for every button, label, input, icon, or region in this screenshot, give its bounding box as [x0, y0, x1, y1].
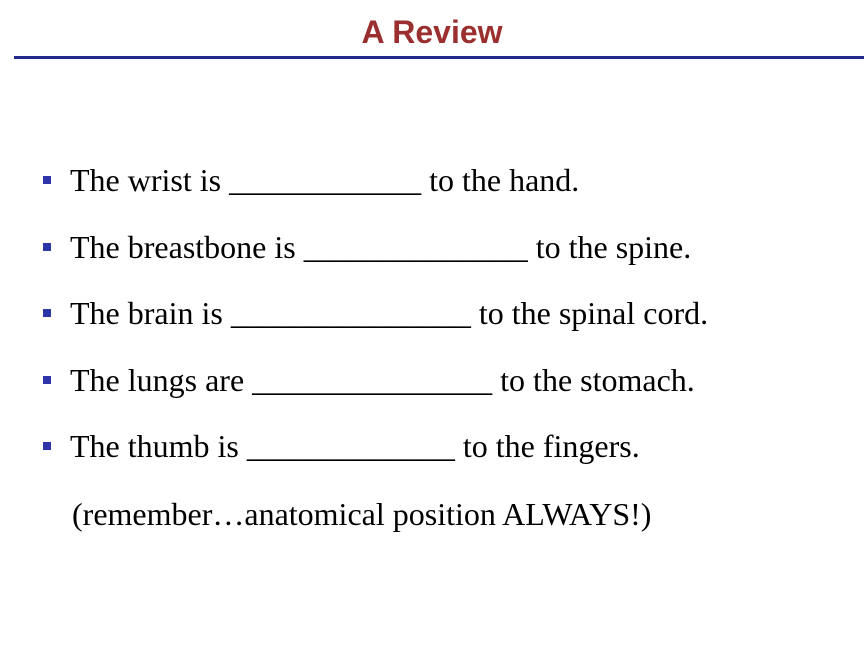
square-bullet-icon [43, 375, 51, 384]
bullet-item: The breastbone is ______________ to the … [40, 225, 840, 292]
square-bullet-icon [43, 176, 51, 184]
title-divider [14, 56, 864, 59]
reminder-note: (remember…anatomical position ALWAYS!) [72, 496, 652, 532]
bullet-item: The wrist is ____________ to the hand. [40, 158, 840, 225]
bullet-item: The lungs are _______________ to the sto… [40, 358, 840, 425]
square-bullet-icon [43, 242, 51, 251]
bullet-item: The thumb is _____________ to the finger… [40, 424, 840, 491]
square-bullet-icon [43, 309, 51, 317]
square-bullet-icon [43, 442, 51, 450]
bullet-text: The breastbone is ______________ to the … [70, 228, 692, 265]
bullet-item: The brain is _______________ to the spin… [40, 291, 840, 358]
slide-title: A Review [361, 14, 503, 50]
bullet-text: The brain is _______________ to the spin… [70, 295, 709, 331]
bullet-text: The lungs are _______________ to the sto… [70, 361, 695, 398]
bullet-text: The thumb is _____________ to the finger… [70, 428, 640, 464]
bullet-text: The wrist is ____________ to the hand. [70, 162, 580, 198]
bullet-list: The wrist is ____________ to the hand. T… [40, 158, 840, 491]
